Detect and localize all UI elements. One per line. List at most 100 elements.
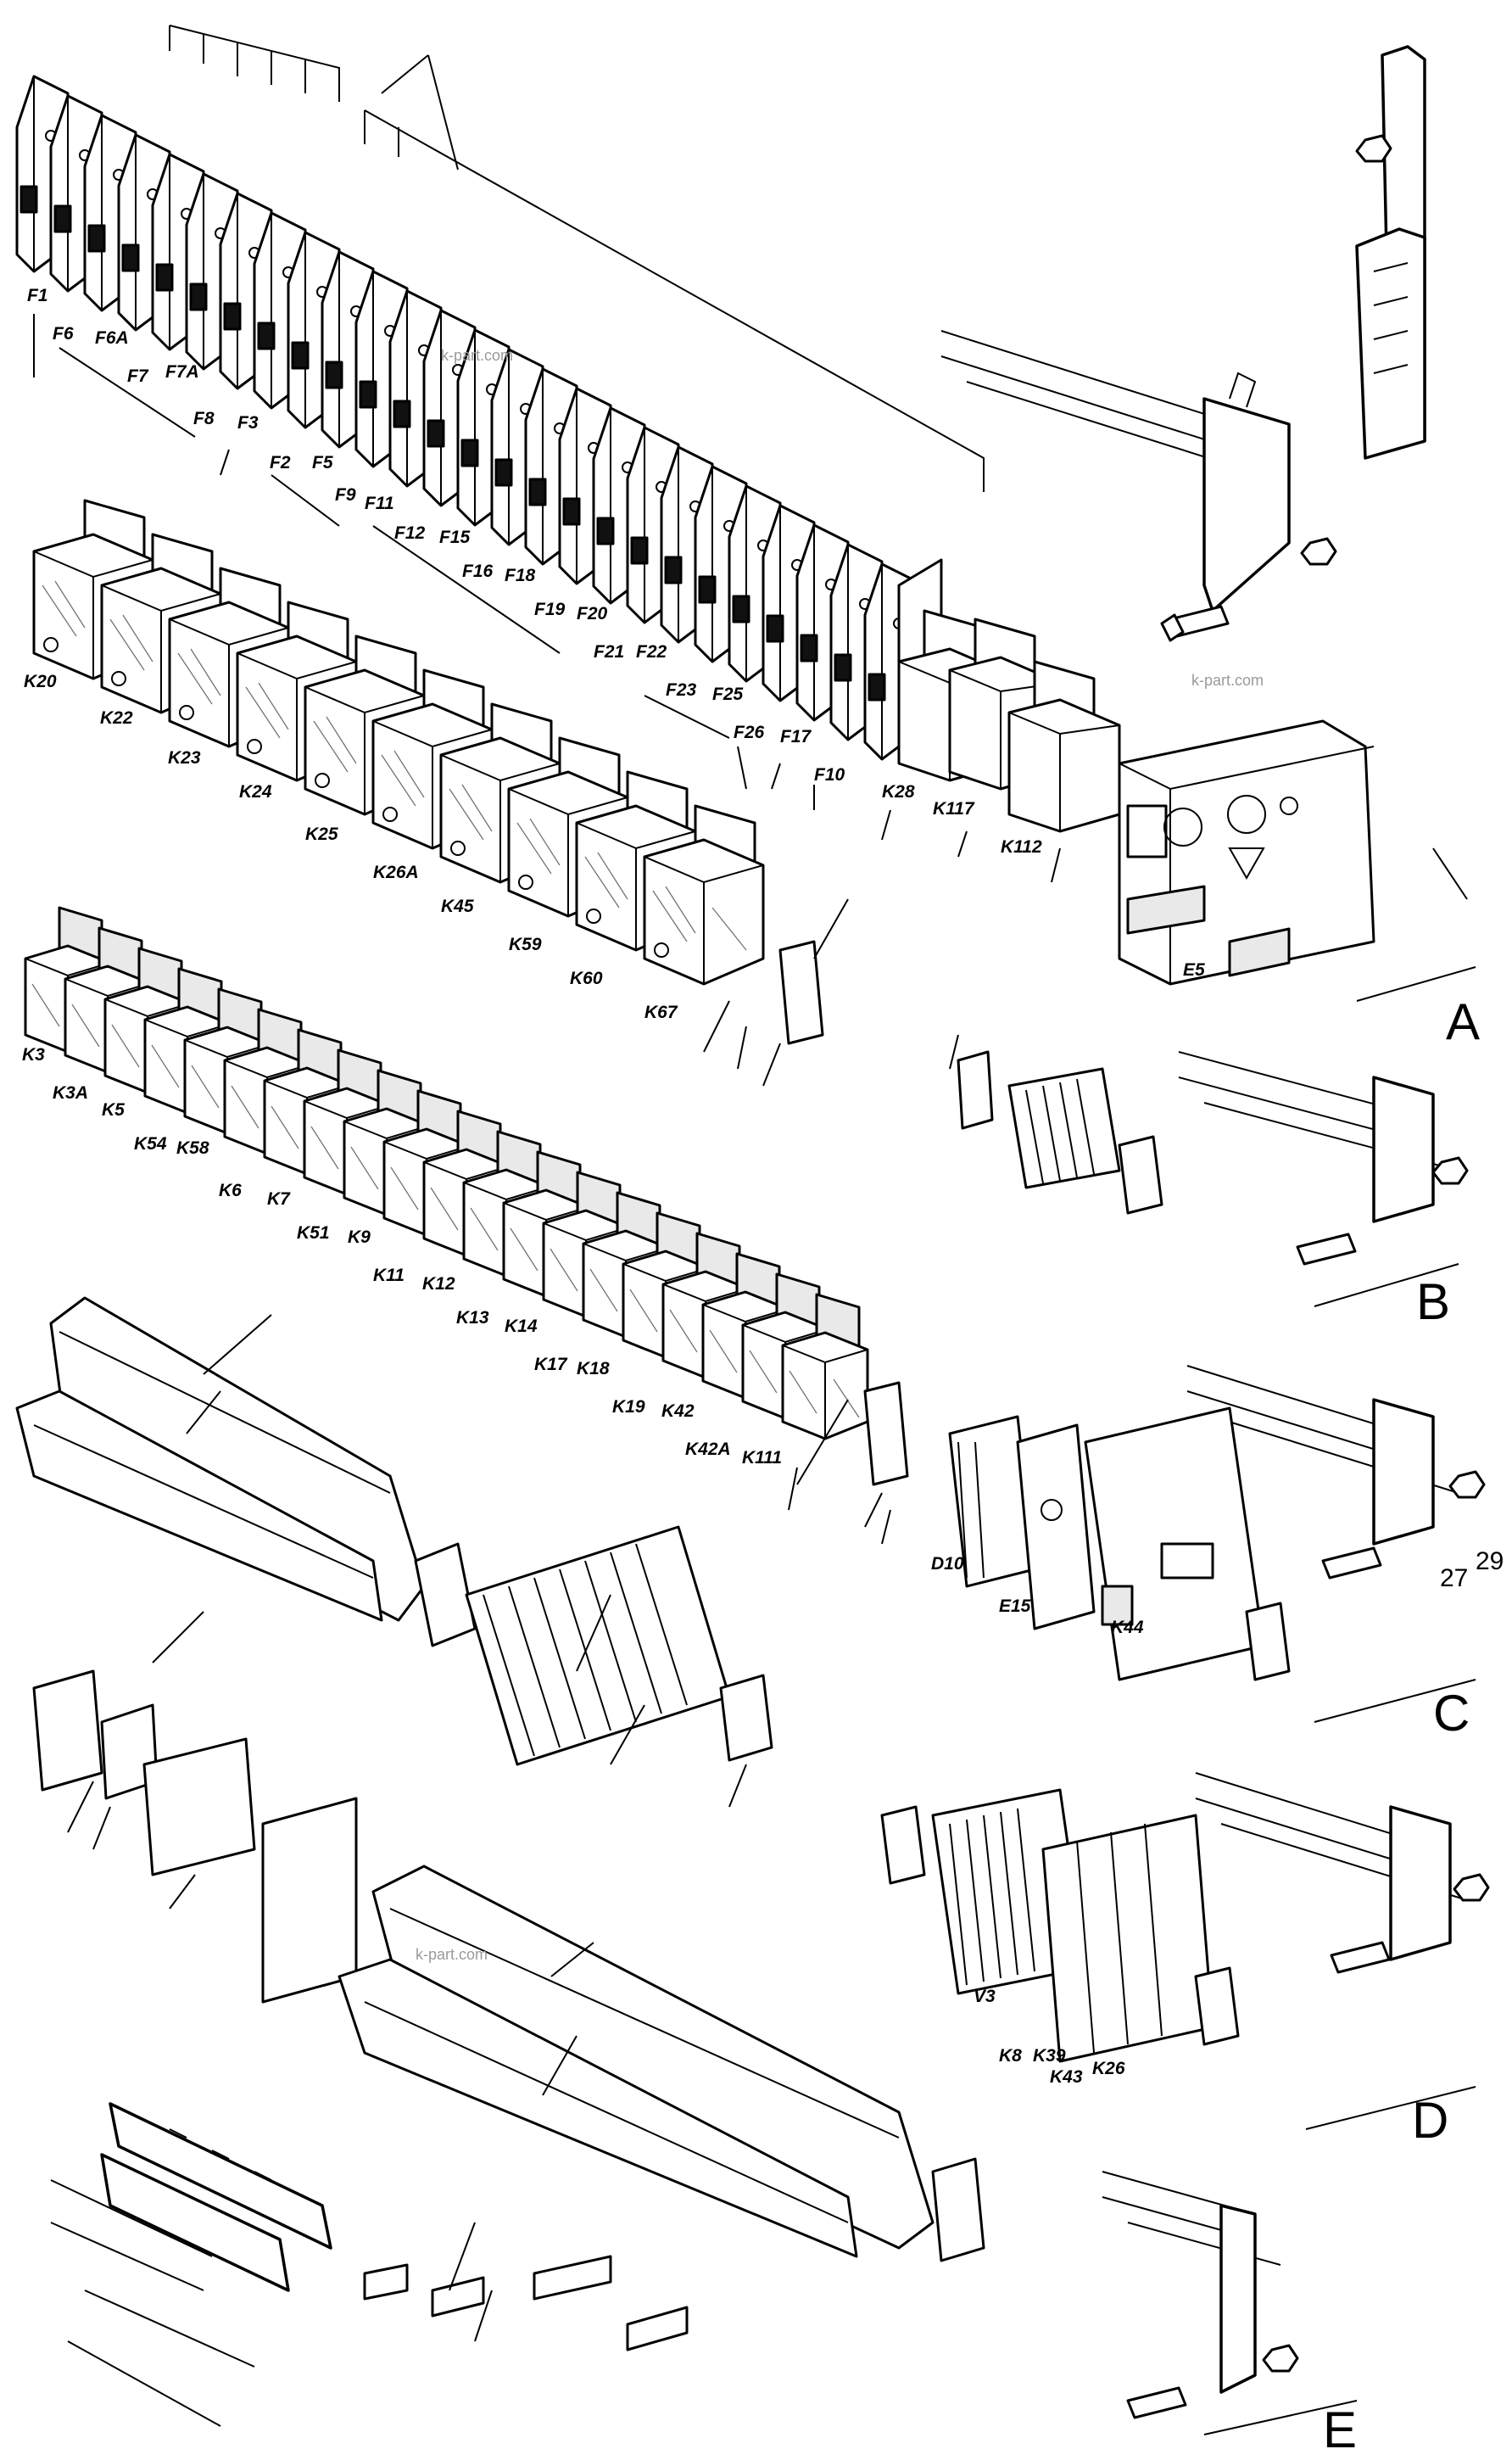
fuse-label: F23	[666, 680, 697, 700]
plug-relay	[781, 1293, 869, 1440]
relay-label: K45	[441, 897, 474, 916]
watermark: k-part.com	[416, 1946, 488, 1963]
fuse-label: F9	[335, 485, 356, 505]
relay	[1007, 660, 1121, 833]
relay-label: K24	[239, 782, 272, 802]
fuse-label: F16	[462, 562, 494, 581]
fuse-label: F3	[237, 413, 259, 433]
relay-label: K58	[176, 1138, 209, 1158]
fuse-label: F6A	[95, 328, 129, 348]
jumper-bar-comb	[169, 25, 985, 492]
relay-label: K5	[102, 1100, 125, 1120]
module-label: D10	[931, 1554, 964, 1574]
din-rail-c	[1186, 1365, 1486, 1723]
module-label: K44	[1111, 1618, 1144, 1637]
module-label: K8	[999, 2046, 1022, 2066]
relay-label: K22	[100, 708, 133, 728]
din-rail-e	[1102, 2171, 1358, 2435]
fuse-label: F17	[780, 727, 812, 746]
watermark: k-part.com	[441, 347, 513, 364]
relay-label: K20	[24, 672, 57, 691]
relay-label: K9	[348, 1227, 371, 1247]
watermark: k-part.com	[1191, 672, 1264, 689]
fuse-label: F11	[365, 494, 394, 513]
group-letter: B	[1416, 1273, 1450, 1330]
din-rail-d	[1195, 1772, 1490, 2130]
relay-row-2	[24, 906, 909, 1486]
group-letter: C	[1433, 1685, 1470, 1742]
fuse-label: F18	[505, 566, 536, 585]
fuse-label: F25	[712, 685, 744, 704]
item-number: 27	[1440, 1564, 1468, 1592]
group-d-modules	[880, 1788, 1240, 2063]
fuse-label: F1	[27, 286, 48, 305]
relay-label: K54	[134, 1134, 167, 1154]
fuse-label: F2	[270, 453, 291, 472]
module-label: K39	[1033, 2046, 1066, 2066]
relay-label: K13	[456, 1308, 489, 1328]
fuse-label: F7A	[165, 362, 199, 382]
fuse-label: F15	[439, 528, 471, 547]
fuse-label: F10	[814, 765, 845, 785]
group-letter: E	[1323, 2401, 1357, 2449]
relay-label: K3	[22, 1045, 45, 1065]
relay-label: K42	[661, 1401, 695, 1421]
terminal-block-lower	[32, 1669, 985, 2351]
fuse-label: F12	[394, 523, 426, 543]
relay-label: K11	[373, 1266, 405, 1285]
relay-label: K51	[297, 1223, 330, 1243]
leader-lines	[33, 314, 1061, 2342]
relay-label: K25	[305, 825, 338, 844]
fuse-label: F8	[193, 409, 215, 428]
relay-label: K23	[168, 748, 201, 768]
module-label: V3	[974, 1987, 996, 2006]
relay-label: K28	[882, 782, 915, 802]
group-c-modules	[948, 1406, 1291, 1681]
relay-label: K18	[577, 1359, 610, 1378]
module-label: K26	[1092, 2059, 1125, 2078]
relay-cluster-right	[897, 609, 1121, 833]
fuse-label: F7	[127, 366, 149, 386]
relay-label: K7	[267, 1189, 291, 1209]
relay-label: K19	[612, 1397, 645, 1417]
relay-label: K17	[534, 1355, 568, 1374]
fuse-label: F26	[734, 723, 765, 742]
fuse-label: F20	[577, 604, 608, 623]
relay-label: E5	[1183, 960, 1205, 980]
relay-label: K6	[219, 1181, 242, 1200]
item-number: 29	[1476, 1547, 1504, 1575]
module-label: K43	[1050, 2067, 1083, 2087]
relay-label: K67	[644, 1003, 678, 1022]
fuse-label: F5	[312, 453, 333, 472]
relay-label: K3A	[53, 1083, 88, 1103]
group-b-terminals	[957, 1050, 1163, 1215]
fuse-label: F21	[594, 642, 624, 662]
relay-end-bracket	[863, 1381, 909, 1486]
group-letter: A	[1446, 993, 1480, 1050]
relay-label: K26A	[373, 863, 419, 882]
terminal-block-upper	[15, 1296, 773, 1766]
relay-label: K14	[505, 1317, 538, 1336]
fuse-label: F22	[636, 642, 667, 662]
din-rail-b	[1178, 1051, 1469, 1307]
relay-label: K112	[1001, 837, 1042, 857]
relay	[643, 804, 765, 986]
relay-label: K59	[509, 935, 542, 954]
relay-row-1	[32, 499, 824, 1045]
relay-label: K111	[742, 1448, 782, 1468]
fuse-label: F19	[534, 600, 566, 619]
relay-label: K60	[570, 969, 603, 988]
relay-label: K117	[933, 799, 975, 819]
control-unit-e5	[1118, 719, 1375, 986]
relay-label: K42A	[685, 1440, 731, 1459]
relay-label: K12	[422, 1274, 455, 1294]
fuse-label: F6	[53, 324, 74, 344]
ducting-rail-bottom-left	[50, 2102, 332, 2427]
relay-end-bracket	[778, 940, 824, 1045]
group-letter: D	[1412, 2092, 1448, 2149]
circuit-breaker-row	[15, 75, 943, 761]
module-label: E15	[999, 1596, 1031, 1616]
